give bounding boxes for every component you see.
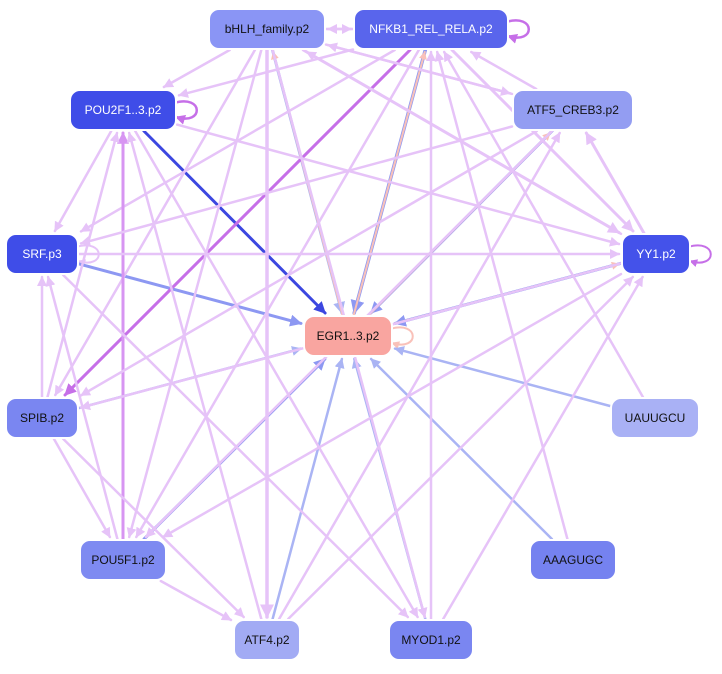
edge-atf4-to-egr1 [271, 357, 345, 621]
node-label: SRF.p3 [22, 247, 62, 261]
node-box [512, 89, 634, 131]
node-box [69, 89, 177, 131]
node-label: ATF5_CREB3.p2 [527, 103, 619, 117]
edge-atf5-to-srf [79, 125, 514, 246]
node-egr1[interactable]: EGR1..3.p2 [303, 315, 393, 357]
node-srf[interactable]: SRF.p3 [5, 233, 79, 275]
edge-atf4-to-atf5 [277, 131, 561, 621]
node-pou5f1[interactable]: POU5F1.p2 [79, 539, 167, 581]
node-label: UAUUGCU [625, 411, 686, 425]
edge-bhlh-to-pou2f1 [162, 48, 231, 89]
node-layer: bHLH_family.p2 NFKB1_REL_RELA.p2POU2F1..3… [5, 8, 700, 661]
edge-spib-to-atf4 [62, 437, 245, 619]
node-box [388, 619, 474, 661]
edge-egr1-to-nfkb1 [352, 51, 427, 316]
node-label: POU5F1.p2 [91, 553, 155, 567]
node-box [303, 315, 393, 357]
self-loop-nfkb1 [505, 19, 530, 44]
node-box [529, 539, 617, 581]
self-loop-egr1 [389, 326, 414, 350]
node-myod1[interactable]: MYOD1.p2 [388, 619, 474, 661]
node-nfkb1[interactable]: NFKB1_REL_RELA.p2 [353, 8, 509, 50]
edge-yy1-to-bhlh [305, 50, 623, 236]
node-label: EGR1..3.p2 [317, 329, 380, 343]
node-box [610, 397, 700, 439]
node-yy1[interactable]: YY1.p2 [621, 233, 691, 275]
node-label: NFKB1_REL_RELA.p2 [369, 22, 493, 36]
self-loop-pou2f1 [173, 100, 198, 125]
edge-uauugcu-to-egr1 [393, 346, 612, 408]
node-bhlh[interactable]: bHLH_family.p2 [208, 8, 326, 50]
node-atf4[interactable]: ATF4.p2 [233, 619, 301, 661]
node-label: SPIB.p2 [20, 411, 64, 425]
edge-pou2f1-to-srf [53, 129, 113, 233]
edge-bhlh-to-pou5f1 [126, 48, 263, 539]
node-label: YY1.p2 [636, 247, 676, 261]
edge-bhlh-to-atf5 [324, 43, 512, 96]
node-uauugcu[interactable]: UAUUGCU [610, 397, 700, 439]
node-aaagugc[interactable]: AAAGUGC [529, 539, 617, 581]
node-atf5[interactable]: ATF5_CREB3.p2 [512, 89, 634, 131]
edge-pou2f1-to-egr1 [142, 129, 327, 315]
node-box [208, 8, 326, 50]
node-box [79, 539, 167, 581]
edge-uauugcu-to-nfkb1 [442, 50, 645, 399]
edge-pou2f1-to-yy1 [175, 123, 621, 247]
edge-atf5-to-nfkb1 [470, 50, 538, 91]
edge-pou2f1-to-myod1 [133, 129, 419, 619]
node-label: ATF4.p2 [244, 633, 289, 647]
node-spib[interactable]: SPIB.p2 [5, 397, 79, 439]
edge-spib-to-pou2f1 [46, 131, 120, 399]
edge-spib-to-pou5f1 [52, 437, 112, 539]
node-pou2f1[interactable]: POU2F1..3.p2 [69, 89, 177, 131]
edge-aaagugc-to-nfkb1 [434, 50, 569, 541]
edge-atf5-to-spib [79, 129, 539, 397]
edge-srf-to-myod1 [61, 273, 410, 619]
node-label: MYOD1.p2 [401, 633, 461, 647]
edge-atf4-to-yy1 [286, 275, 635, 621]
edge-layer [37, 19, 712, 622]
node-box [5, 233, 79, 275]
edge-yy1-to-atf5 [584, 131, 646, 235]
self-loop-yy1 [687, 244, 712, 268]
node-label: bHLH_family.p2 [225, 22, 310, 36]
edge-aaagugc-to-egr1 [369, 357, 554, 541]
edge-pou5f1-to-atf4 [159, 579, 233, 622]
node-box [353, 8, 509, 50]
node-label: AAAGUGC [543, 553, 603, 567]
node-label: POU2F1..3.p2 [85, 103, 162, 117]
node-box [5, 397, 79, 439]
edge-srf-to-egr1 [77, 262, 303, 327]
node-box [233, 619, 301, 661]
node-box [621, 233, 691, 275]
edge-yy1-to-pou5f1 [161, 272, 623, 539]
edge-nfkb1-to-pou5f1 [135, 48, 421, 539]
